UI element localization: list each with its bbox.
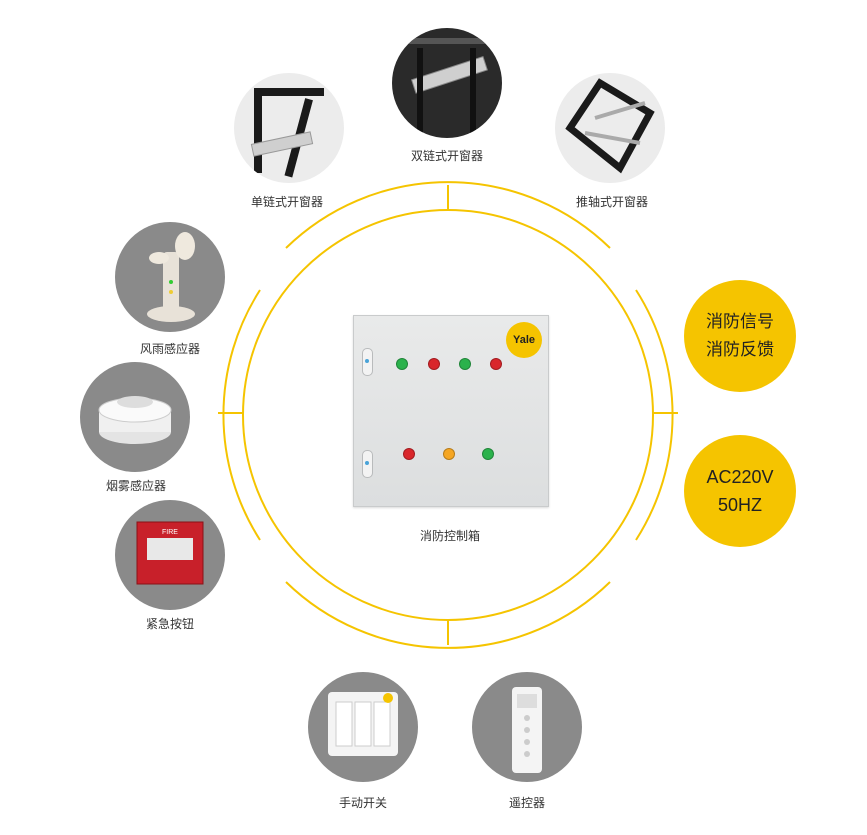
power-voltage: AC220V <box>706 463 773 491</box>
control-button-green <box>482 448 494 460</box>
emergency-button-label: 紧急按钮 <box>110 615 230 632</box>
push-shaft-window-opener-label: 推轴式开窗器 <box>552 193 672 210</box>
indicator-lamp-red <box>490 358 502 370</box>
power-frequency: 50HZ <box>718 491 762 519</box>
double-chain-window-opener-photo <box>392 28 502 138</box>
control-button-yellow <box>443 448 455 460</box>
wind-rain-sensor-label: 风雨感应器 <box>110 340 230 357</box>
remote-control-label: 遥控器 <box>467 794 587 811</box>
single-chain-window-opener-photo <box>234 73 344 183</box>
smoke-sensor-label: 烟雾感应器 <box>76 477 196 494</box>
window-opener-icon <box>234 73 344 183</box>
indicator-lamp-red <box>428 358 440 370</box>
double-chain-window-opener-label: 双链式开窗器 <box>387 147 507 164</box>
outer-arc-left <box>223 290 260 540</box>
outer-arc-right <box>636 290 673 540</box>
wall-switch-icon <box>308 672 418 782</box>
wind-rain-sensor-photo <box>115 222 225 332</box>
manual-switch-label: 手动开关 <box>303 794 423 811</box>
window-opener-icon <box>392 28 502 138</box>
manual-switch-photo <box>308 672 418 782</box>
remote-icon <box>472 672 582 782</box>
single-chain-window-opener-label: 单链式开窗器 <box>227 193 347 210</box>
window-opener-icon <box>555 73 665 183</box>
indicator-lamp-green <box>459 358 471 370</box>
indicator-lamp-green <box>396 358 408 370</box>
smoke-detector-icon <box>80 362 190 472</box>
power-supply-badge: AC220V 50HZ <box>684 435 796 547</box>
fire-label: FIRE <box>162 529 178 536</box>
fire-control-box: Yale <box>353 315 549 507</box>
alarm-button-icon: FIRE <box>115 500 225 610</box>
fire-feedback-line: 消防反馈 <box>706 336 774 364</box>
remote-control-photo <box>472 672 582 782</box>
fire-signal-badge: 消防信号 消防反馈 <box>684 280 796 392</box>
fire-control-box-label: 消防控制箱 <box>390 527 510 544</box>
top-handle <box>362 348 373 376</box>
bottom-handle <box>362 450 373 478</box>
push-shaft-window-opener-photo <box>555 73 665 183</box>
sensor-icon <box>115 222 225 332</box>
fire-signal-line: 消防信号 <box>706 308 774 336</box>
emergency-button-photo: FIRE <box>115 500 225 610</box>
control-button-red <box>403 448 415 460</box>
smoke-sensor-photo <box>80 362 190 472</box>
yale-logo: Yale <box>506 322 542 358</box>
